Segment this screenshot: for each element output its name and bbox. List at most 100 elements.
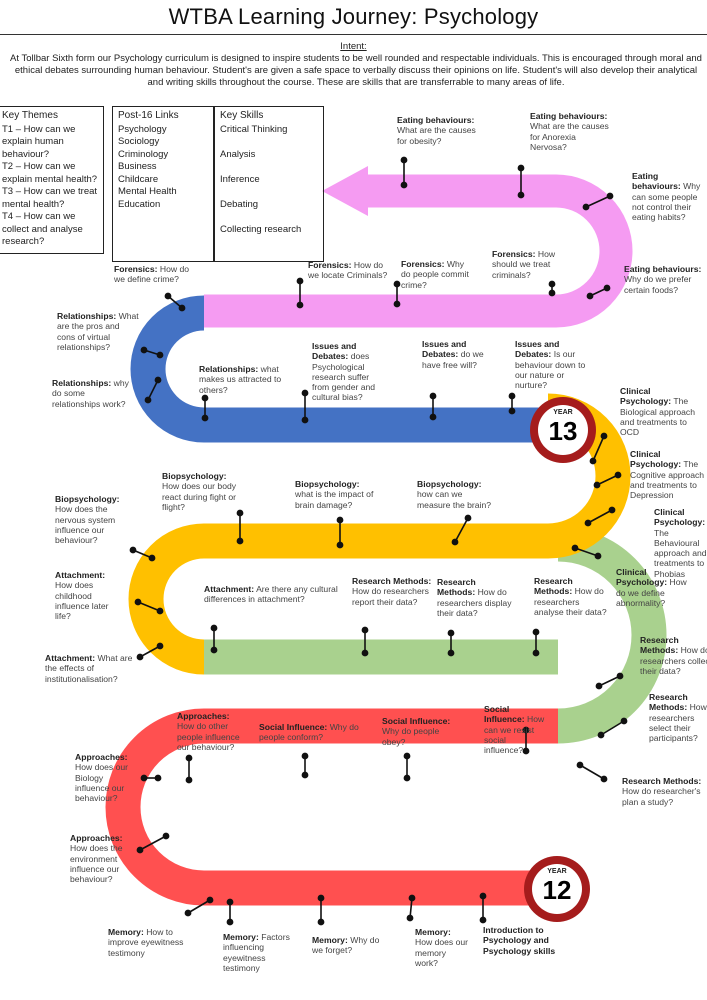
milestone-connector-dot	[608, 506, 616, 514]
milestone-connector-dot	[156, 642, 164, 650]
milestone-connector-dot	[393, 280, 401, 288]
milestone-connector-dot	[548, 289, 556, 297]
milestone-connector-dot	[156, 351, 164, 359]
milestone-connector-dot	[336, 516, 344, 524]
milestone-connector-dot	[301, 752, 309, 760]
post16-item: Education	[118, 198, 161, 210]
milestone-approaches-3: Approaches: How do other people influenc…	[177, 711, 240, 752]
post16-item: Childcare	[118, 173, 159, 185]
milestone-connector-dot	[582, 203, 590, 211]
milestone-connector-dot	[620, 717, 628, 725]
milestone-connector-dot	[226, 898, 234, 906]
milestone-connector-dot	[162, 832, 170, 840]
milestone-connector-dot	[517, 164, 525, 172]
milestone-forensics-3: Forensics: Why do people commit crime?	[401, 259, 469, 290]
milestone-forensics-2: Forensics: How do we locate Criminals?	[308, 260, 388, 281]
intent-text: At Tollbar Sixth form our Psychology cur…	[10, 53, 702, 88]
milestone-connector-dot	[144, 396, 152, 404]
key-themes-box: Key Themes T1 – How can we explain human…	[0, 106, 104, 254]
milestone-connector-line	[592, 435, 605, 462]
milestone-connector-line	[598, 675, 621, 687]
milestone-research-1: Research Methods: How do researcher's pl…	[622, 776, 702, 807]
milestone-memory-3: Memory: Factors influencing eyewitness t…	[223, 932, 290, 973]
milestone-attachment-1: Attachment: Are there any cultural diffe…	[204, 584, 338, 605]
key-skills-box: Key Skills Critical Thinking Analysis In…	[214, 106, 324, 262]
post16-item: Psychology	[118, 123, 167, 135]
road-pink-curve	[555, 174, 633, 328]
milestone-connector-dot	[571, 544, 579, 552]
milestone-connector-dot	[140, 774, 148, 782]
key-skill-item: Analysis	[220, 148, 256, 160]
milestone-connector-line	[600, 720, 625, 736]
milestone-research-4: Research Methods: How do researchers ana…	[534, 576, 607, 617]
milestone-eating-1: Eating behaviours: Why do we prefer cert…	[624, 264, 702, 295]
milestone-clinical-3: Clinical Psychology: The Cognitive appro…	[630, 449, 705, 501]
milestone-social-1: Social Influence: Why do people conform?	[259, 722, 359, 743]
milestone-connector-dot	[201, 394, 209, 402]
milestone-connector-dot	[154, 376, 162, 384]
milestone-social-2: Social Influence: Why do people obey?	[382, 716, 451, 747]
milestone-connector-dot	[226, 918, 234, 926]
key-skills-heading: Key Skills	[220, 110, 264, 121]
milestone-connector-dot	[361, 649, 369, 657]
milestone-issues-2: Issues and Debates: do we have free will…	[422, 339, 484, 370]
milestone-connector-dot	[600, 775, 608, 783]
post16-item: Sociology	[118, 136, 160, 147]
milestone-connector-dot	[464, 514, 472, 522]
milestone-connector-line	[139, 835, 167, 851]
milestone-connector-dot	[301, 389, 309, 397]
milestone-connector-dot	[393, 300, 401, 308]
road-end-arrow	[322, 166, 368, 216]
milestone-research-3: Research Methods: How do researchers col…	[640, 635, 707, 676]
milestone-connector-dot	[447, 649, 455, 657]
milestone-connector-dot	[606, 192, 614, 200]
milestone-connector-dot	[156, 607, 164, 615]
milestone-connector-dot	[129, 546, 137, 554]
milestone-connector-dot	[403, 774, 411, 782]
milestone-connector-dot	[301, 771, 309, 779]
milestone-connector-dot	[296, 277, 304, 285]
milestone-connector-dot	[317, 918, 325, 926]
key-theme-item: T3 – How can we treat mental health?	[2, 186, 98, 210]
milestone-eating-3: Eating behaviours: What are the causes f…	[530, 111, 609, 152]
milestone-connector-line	[147, 379, 159, 401]
milestone-connector-dot	[532, 628, 540, 636]
milestone-connector-dot	[136, 846, 144, 854]
milestone-clinical-4: Clinical Psychology: The Biological appr…	[620, 386, 696, 438]
milestone-bio-3: Biopsychology: what is the impact of bra…	[295, 479, 374, 510]
milestone-connector-dot	[451, 538, 459, 546]
post16-item: Mental Health	[118, 186, 177, 197]
road-red-segment	[105, 708, 558, 906]
milestone-connector-dot	[429, 392, 437, 400]
milestone-bio-4: Biopsychology: how can we measure the br…	[417, 479, 492, 510]
milestone-connector-line	[187, 899, 211, 914]
milestone-connector-dot	[134, 598, 142, 606]
milestone-relationships-3: Relationships: What are the pros and con…	[57, 311, 139, 352]
milestone-bio-1: Biopsychology: How does the nervous syst…	[55, 494, 120, 546]
year-13-label: YEAR	[553, 409, 573, 416]
milestone-memory-2: Memory: Why do we forget?	[312, 935, 380, 956]
milestone-connector-line	[454, 517, 469, 543]
milestone-research-5: Research Methods: How do researchers dis…	[437, 577, 512, 618]
milestone-connector-dot	[400, 181, 408, 189]
post16-item: Business	[118, 161, 157, 172]
year-13-badge	[530, 397, 596, 463]
milestone-connector-dot	[595, 682, 603, 690]
milestone-relationships-2: Relationships: why do some relationships…	[52, 378, 129, 409]
milestone-connector-dot	[517, 191, 525, 199]
year-12-number: 12	[542, 875, 572, 905]
milestone-connector-dot	[361, 626, 369, 634]
milestone-connector-dot	[508, 407, 516, 415]
milestone-approaches-1: Approaches: How does the environment inf…	[70, 833, 123, 885]
milestone-attachment-2: Attachment: How does childhood influence…	[55, 570, 109, 622]
milestone-connector-dot	[136, 653, 144, 661]
milestone-forensics-4: Forensics: How should we treat criminals…	[492, 249, 556, 280]
milestone-connector-dot	[593, 481, 601, 489]
year-13-number: 13	[548, 416, 578, 446]
milestone-connector-dot	[584, 519, 592, 527]
milestone-connector-dot	[201, 414, 209, 422]
milestone-connector-dot	[548, 280, 556, 288]
milestone-connector-dot	[236, 537, 244, 545]
milestone-connector-dot	[429, 413, 437, 421]
milestone-memory-4: Memory: How to improve eyewitness testim…	[108, 927, 184, 958]
